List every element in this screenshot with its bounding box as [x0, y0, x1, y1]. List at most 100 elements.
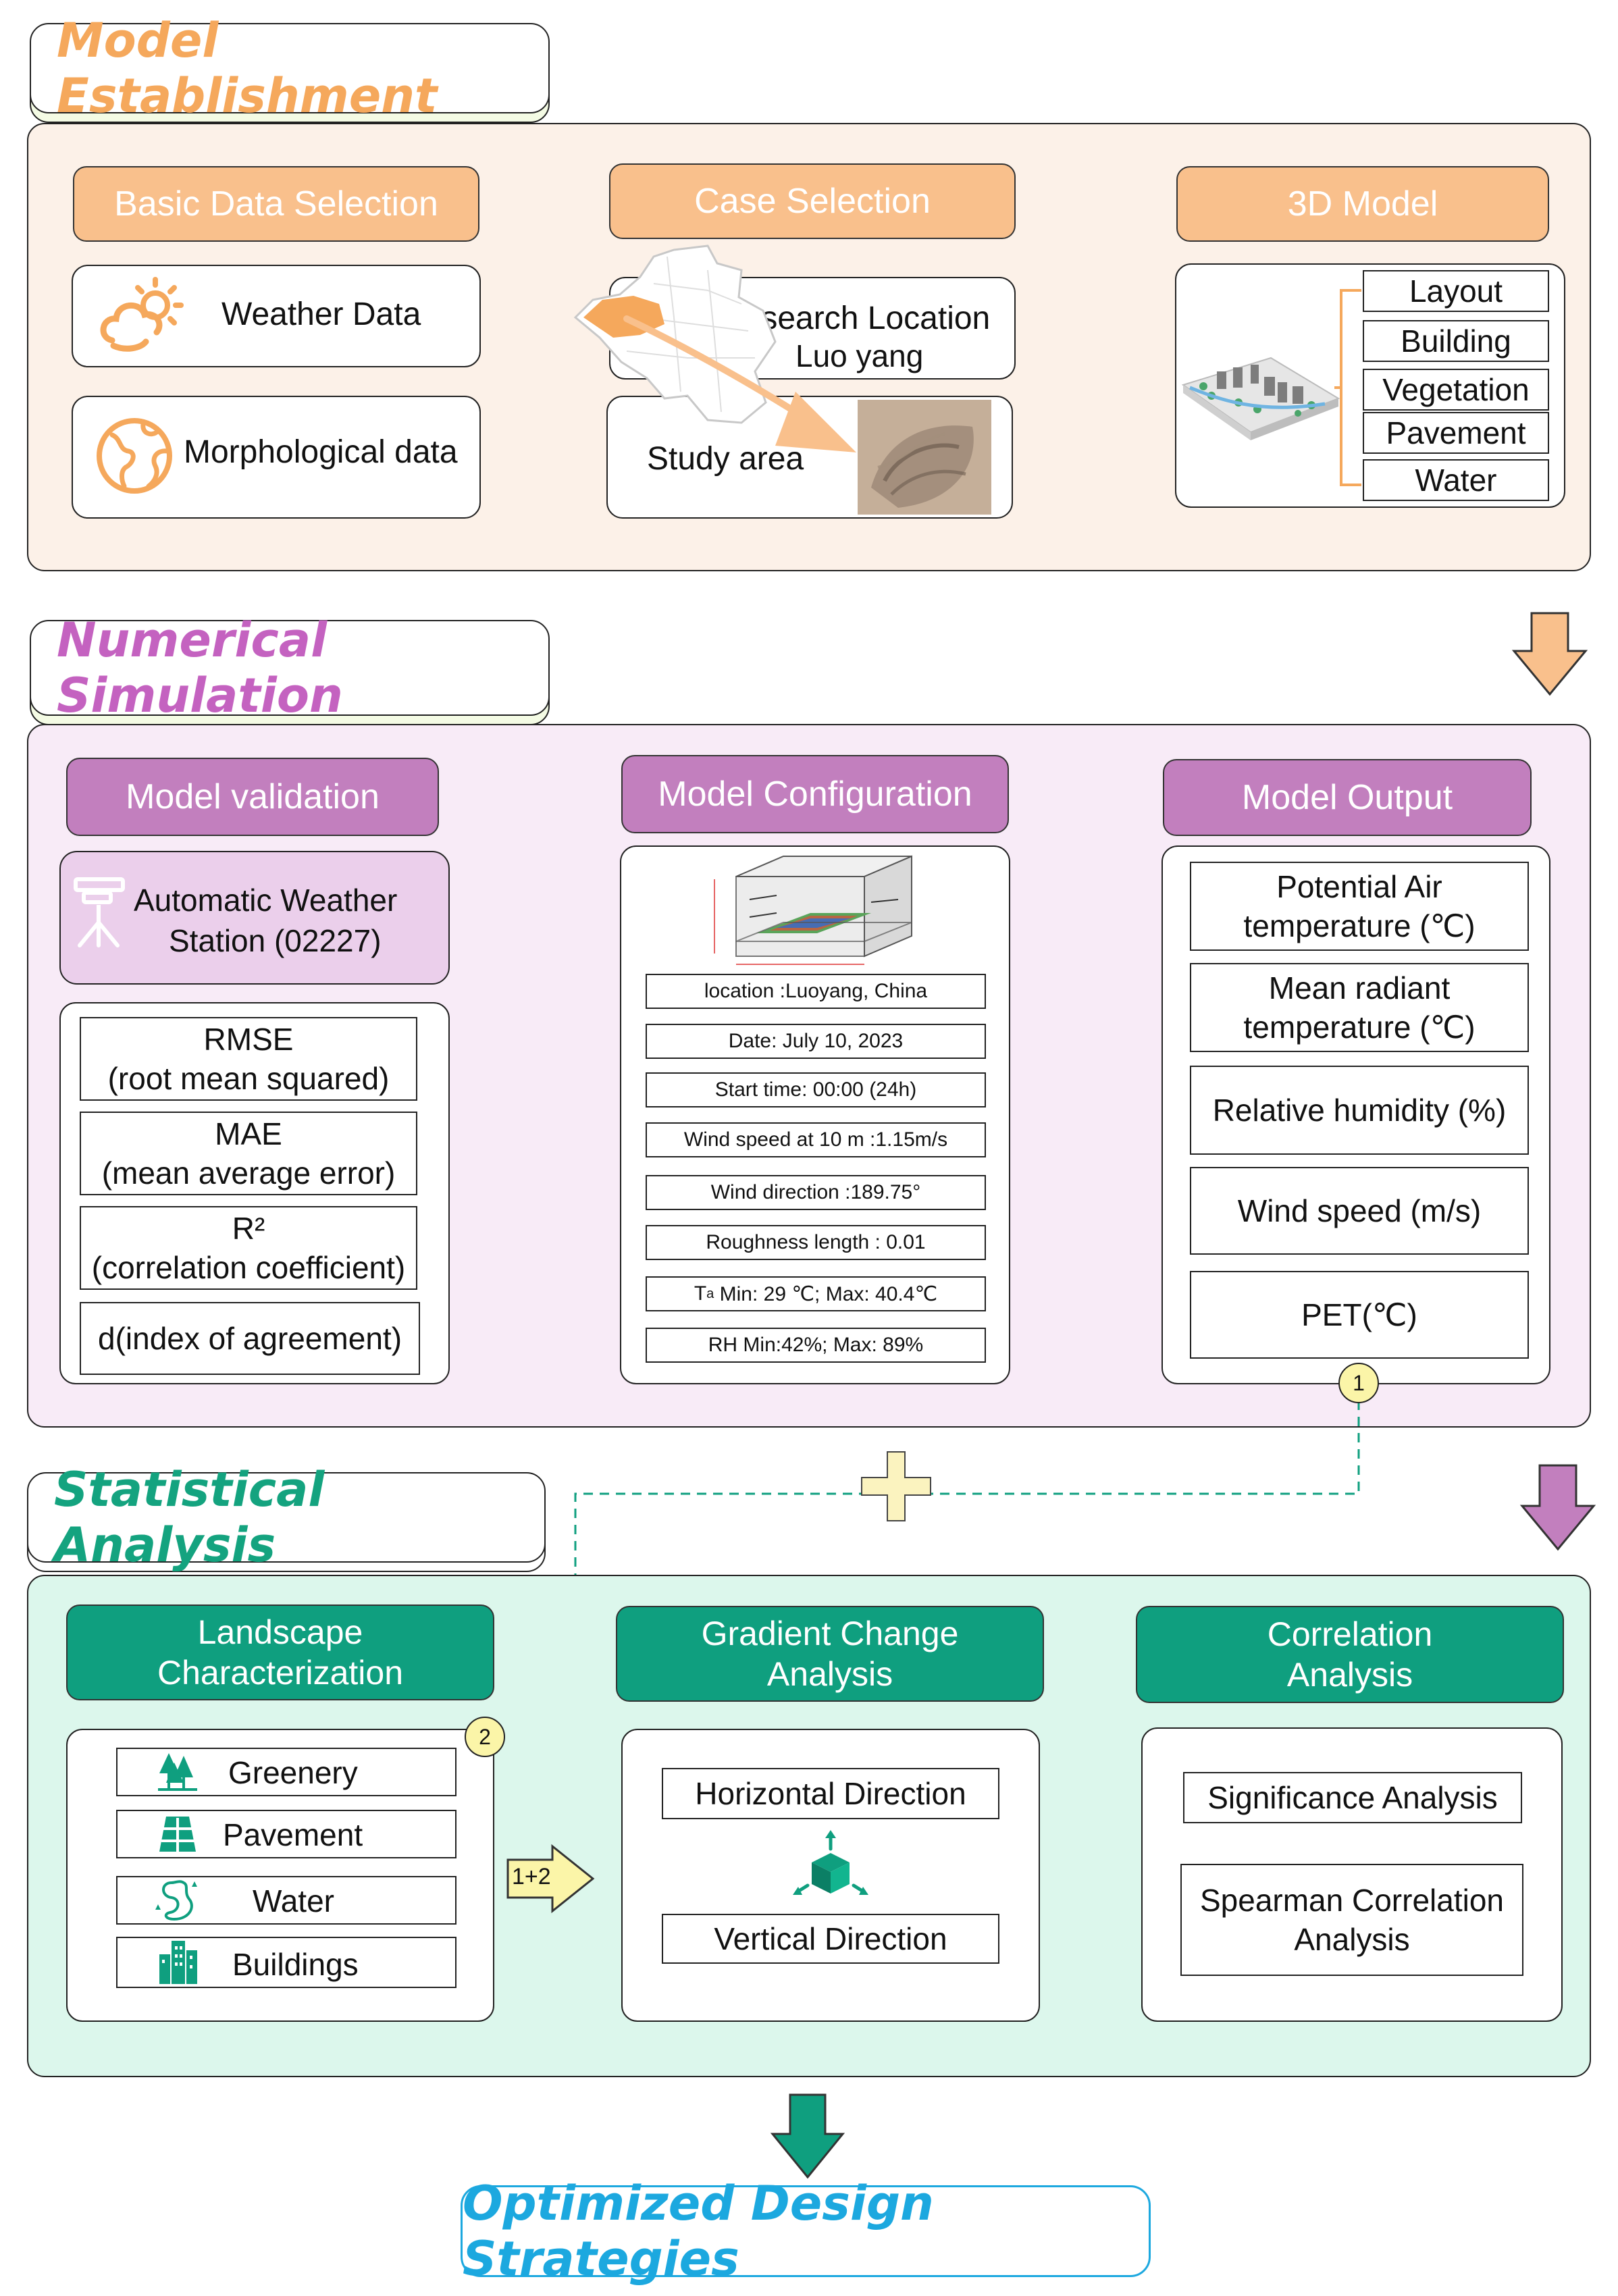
3d-model-render	[1181, 357, 1340, 440]
landscape-header-line1: Landscape	[197, 1613, 363, 1651]
significance-analysis: Significance Analysis	[1183, 1772, 1522, 1823]
config-ta-rest: Min: 29 ℃; Max: 40.4℃	[714, 1282, 938, 1305]
automatic-weather-station-card	[59, 851, 450, 985]
horizontal-direction: Horizontal Direction	[662, 1768, 999, 1819]
config-location: location :Luoyang, China	[646, 974, 986, 1009]
3d-item-water: Water	[1363, 459, 1549, 501]
pavement-icon	[159, 1817, 196, 1852]
water-icon	[155, 1880, 197, 1921]
model-validation-header: Model validation	[66, 758, 439, 836]
combine-arrow	[506, 1844, 595, 1914]
henan-map	[573, 244, 856, 452]
correlation-analysis-header: Correlation Analysis	[1136, 1606, 1564, 1703]
output-pat-line2: temperature (℃)	[1243, 908, 1476, 943]
output-mrt-line2: temperature (℃)	[1243, 1010, 1476, 1045]
metric-r2: R² (correlation coefficient)	[80, 1206, 417, 1290]
spearman-line2: Analysis	[1294, 1922, 1410, 1957]
greenery-icon	[158, 1753, 197, 1791]
output-mrt-line1: Mean radiant	[1268, 970, 1451, 1006]
aws-line1: Automatic Weather	[134, 883, 398, 918]
metric-r2-name: R²	[232, 1211, 265, 1246]
basic-data-selection-header: Basic Data Selection	[73, 166, 479, 242]
study-area-label: Study area	[647, 441, 804, 477]
metric-rmse: RMSE (root mean squared)	[80, 1017, 417, 1101]
marker-2: 2	[465, 1717, 505, 1757]
config-wind-speed: Wind speed at 10 m :1.15m/s	[646, 1122, 986, 1157]
output-pet: PET(℃)	[1190, 1271, 1529, 1359]
spearman-line1: Spearman Correlation	[1199, 1883, 1504, 1918]
globe-icon	[97, 418, 172, 494]
morphological-data-label: Morphological data	[184, 434, 458, 470]
config-roughness: Roughness length : 0.01	[646, 1225, 986, 1260]
gradient-change-analysis-header: Gradient Change Analysis	[616, 1606, 1044, 1702]
simulation-domain-diagram	[714, 855, 912, 965]
output-pat-line1: Potential Air	[1276, 869, 1442, 904]
metric-rmse-name: RMSE	[203, 1022, 294, 1057]
3d-model-header: 3D Model	[1176, 166, 1549, 242]
gradient-header-line1: Gradient Change	[701, 1615, 959, 1652]
weather-station-icon	[74, 877, 125, 947]
3d-item-vegetation: Vegetation	[1363, 369, 1549, 411]
buildings-icon	[159, 1941, 197, 1984]
config-wind-direction: Wind direction :189.75°	[646, 1175, 986, 1210]
research-location-city: Luo yang	[795, 338, 924, 373]
config-ta-symbol: T	[694, 1282, 707, 1305]
metric-mae-name: MAE	[215, 1116, 282, 1151]
output-pet-text: PET(℃)	[1301, 1297, 1417, 1332]
landscape-item-water	[116, 1876, 456, 1925]
config-date: Date: July 10, 2023	[646, 1024, 986, 1059]
output-mean-radiant-temperature: Mean radiant temperature (℃)	[1190, 963, 1529, 1052]
study-area-satellite-image	[858, 400, 991, 515]
model-output-header: Model Output	[1163, 759, 1532, 836]
case-selection-header: Case Selection	[609, 163, 1016, 239]
section-title-model-establishment: Model Establishment	[30, 13, 550, 124]
final-title-text: Optimized Design Strategies	[463, 2176, 934, 2287]
weather-icon	[100, 277, 184, 352]
gradient-header-line2: Analysis	[766, 1655, 893, 1693]
output-wind-speed: Wind speed (m/s)	[1190, 1167, 1529, 1255]
metric-rmse-desc: (root mean squared)	[107, 1061, 390, 1096]
config-start-time: Start time: 00:00 (24h)	[646, 1072, 986, 1107]
landscape-item-buildings-label: Buildings	[232, 1947, 359, 1982]
vertical-direction: Vertical Direction	[662, 1914, 999, 1964]
down-arrow-orange	[1511, 612, 1588, 696]
combine-label: 1+2	[512, 1864, 551, 1889]
down-arrow-purple	[1519, 1464, 1596, 1551]
marker-2-text: 2	[479, 1724, 491, 1749]
output-rh-text: Relative humidity (%)	[1212, 1093, 1507, 1128]
landscape-item-water-label: Water	[253, 1883, 334, 1919]
down-arrow-green	[770, 2093, 845, 2179]
aws-line2: Station (02227)	[169, 923, 382, 958]
metric-mae-desc: (mean average error)	[101, 1155, 396, 1191]
metric-d-name: d(index of agreement)	[97, 1321, 402, 1356]
landscape-item-pavement-label: Pavement	[223, 1817, 363, 1852]
spearman-correlation-analysis: Spearman Correlation Analysis	[1180, 1864, 1523, 1976]
config-ta-sub: a	[706, 1286, 714, 1301]
weather-data-card	[72, 265, 481, 367]
metric-r2-desc: (correlation coefficient)	[91, 1250, 406, 1285]
correlation-header-line2: Analysis	[1286, 1656, 1413, 1694]
3d-item-building: Building	[1363, 320, 1549, 362]
optimized-design-strategies: Optimized Design Strategies	[461, 2176, 1151, 2287]
metric-d: d(index of agreement)	[80, 1302, 420, 1375]
correlation-header-line1: Correlation	[1267, 1615, 1433, 1653]
direction-cube-icon	[793, 1830, 868, 1895]
3d-model-bracket	[1334, 289, 1361, 486]
section-title-numerical-simulation: Numerical Simulation	[30, 612, 550, 723]
landscape-characterization-header: Landscape Characterization	[66, 1604, 494, 1700]
config-rh: RH Min:42%; Max: 89%	[646, 1328, 986, 1363]
output-potential-air-temperature: Potential Air temperature (℃)	[1190, 862, 1529, 951]
output-ws-text: Wind speed (m/s)	[1237, 1193, 1482, 1228]
section-title-text: Statistical Analysis	[54, 1462, 325, 1573]
section-title-text: Numerical Simulation	[57, 612, 343, 723]
landscape-item-greenery-label: Greenery	[228, 1755, 358, 1790]
section-title-text: Model Establishment	[57, 13, 438, 124]
model-configuration-header: Model Configuration	[621, 755, 1009, 833]
3d-item-layout: Layout	[1363, 270, 1549, 312]
weather-data-label: Weather Data	[221, 296, 421, 332]
3d-item-pavement: Pavement	[1363, 412, 1549, 454]
section-title-statistical-analysis: Statistical Analysis	[27, 1462, 546, 1573]
marker-1: 1	[1338, 1363, 1379, 1403]
marker-1-text: 1	[1353, 1370, 1365, 1395]
